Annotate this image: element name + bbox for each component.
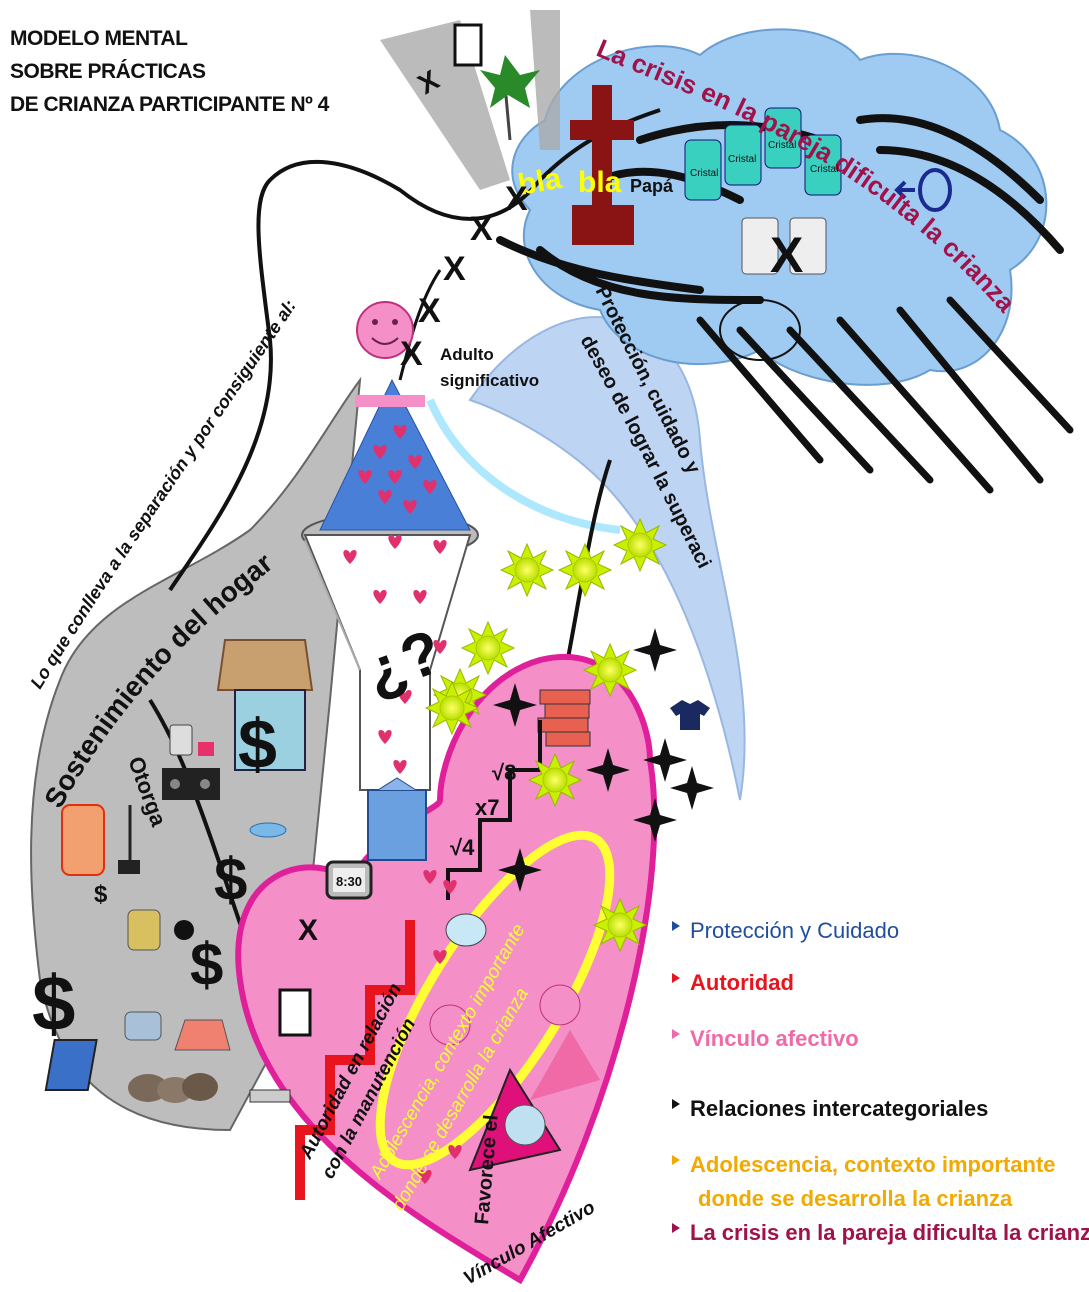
- legend-text: Vínculo afectivo: [690, 1026, 859, 1051]
- legend-text: Relaciones intercategoriales: [690, 1096, 988, 1121]
- bottle-label: Cristal: [768, 140, 796, 151]
- svg-text:$: $: [190, 931, 223, 998]
- books-icon: [538, 690, 590, 746]
- legend-item-adolescencia-2: donde se desarrolla la crianza: [698, 1186, 1012, 1212]
- bla-label-2: bla: [578, 166, 622, 199]
- legend-bullet-icon: [672, 921, 680, 931]
- bottle-label: Cristal: [690, 168, 718, 179]
- tshirt-icon: [670, 700, 710, 730]
- svg-text:X: X: [400, 335, 423, 373]
- clock-time: 8:30: [336, 874, 362, 889]
- legend-item-autoridad: Autoridad: [672, 970, 794, 996]
- document-icon: [280, 990, 310, 1035]
- legend-text: Protección y Cuidado: [690, 918, 899, 943]
- svg-text:X: X: [443, 250, 466, 288]
- legend-bullet-icon: [672, 1223, 680, 1233]
- toaster-icon: [125, 1012, 161, 1040]
- scales-icon: [446, 914, 486, 946]
- bottle-label: Cristal: [728, 154, 756, 165]
- smiley-icon: [540, 985, 580, 1025]
- legend-bullet-icon: [672, 1029, 680, 1039]
- svg-text:X: X: [418, 292, 441, 330]
- bottle-label: Cristal: [810, 164, 838, 175]
- step-label: x7: [475, 795, 499, 820]
- svg-text:$: $: [214, 846, 247, 913]
- legend-bullet-icon: [672, 1155, 680, 1165]
- legend-item-proteccion: Protección y Cuidado: [672, 918, 899, 944]
- title-line-1: MODELO MENTAL: [10, 22, 329, 55]
- step-label: √4: [450, 835, 475, 860]
- stones-icon: [128, 1073, 218, 1103]
- legend-item-relaciones: Relaciones intercategoriales: [672, 1096, 988, 1122]
- legend-bullet-icon: [672, 973, 680, 983]
- adulto-label-1: Adulto: [440, 345, 494, 364]
- svg-text:X: X: [298, 914, 318, 947]
- fire-icon: [62, 805, 104, 875]
- legend-item-crisis: La crisis en la pareja dificulta la cria…: [672, 1220, 1089, 1246]
- spotlight-beam: [380, 20, 510, 190]
- coin-icon: [250, 823, 286, 837]
- svg-text:X: X: [470, 210, 493, 248]
- legend-text: Adolescencia, contexto importante: [690, 1152, 1056, 1177]
- svg-text:X: X: [770, 227, 803, 283]
- svg-text:$: $: [238, 705, 277, 783]
- document-icon: [455, 25, 481, 65]
- svg-text:$: $: [94, 881, 108, 908]
- timer-icon: [128, 910, 160, 950]
- svg-text:$: $: [32, 959, 75, 1047]
- legend-text: La crisis en la pareja dificulta la cria…: [690, 1220, 1089, 1245]
- legend-text: donde se desarrolla la crianza: [698, 1186, 1012, 1211]
- legend-bullet-icon: [672, 1099, 680, 1109]
- title-line-3: DE CRIANZA PARTICIPANTE Nº 4: [10, 88, 329, 121]
- legend-item-adolescencia: Adolescencia, contexto importante: [672, 1152, 1056, 1178]
- baby-icon: [505, 1105, 545, 1145]
- adulto-label-2: significativo: [440, 371, 539, 390]
- legend-text: Autoridad: [690, 970, 794, 995]
- step-label: √8: [492, 760, 516, 785]
- title-line-2: SOBRE PRÁCTICAS: [10, 55, 329, 88]
- legend-item-vinculo: Vínculo afectivo: [672, 1026, 859, 1052]
- iron-icon: [175, 1020, 230, 1050]
- page-title: MODELO MENTAL SOBRE PRÁCTICAS DE CRIANZA…: [10, 22, 329, 121]
- svg-text:X: X: [505, 180, 528, 218]
- papa-label: Papá: [630, 176, 674, 196]
- gift-box-icon: [368, 778, 426, 860]
